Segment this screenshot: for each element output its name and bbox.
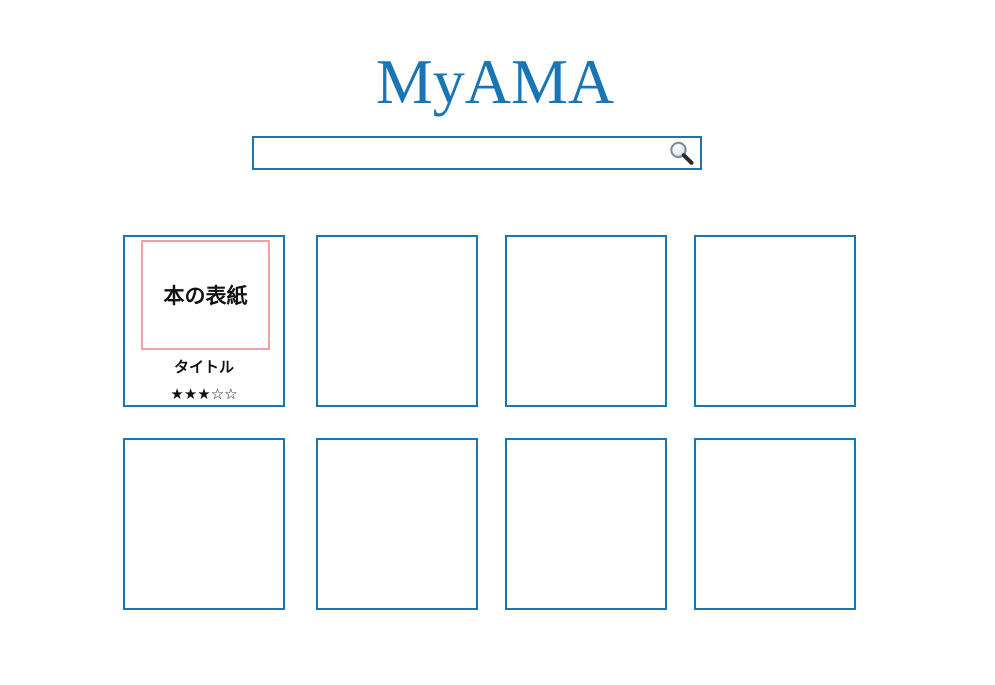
book-card-empty[interactable] — [694, 235, 856, 407]
book-card[interactable]: 本の表紙 タイトル ★★★☆☆ — [123, 235, 285, 407]
star-rating: ★★★☆☆ — [170, 385, 238, 403]
search-box — [252, 136, 702, 170]
book-card-empty[interactable] — [123, 438, 285, 610]
book-card-empty[interactable] — [505, 438, 667, 610]
book-title[interactable]: タイトル — [173, 358, 234, 376]
site-title: MyAMA — [375, 46, 615, 117]
book-card-empty[interactable] — [316, 235, 478, 407]
search-button[interactable] — [668, 140, 696, 166]
book-cover[interactable]: 本の表紙 — [141, 240, 270, 350]
book-card-empty[interactable] — [316, 438, 478, 610]
book-card-empty[interactable] — [694, 438, 856, 610]
search-input[interactable] — [254, 138, 664, 168]
book-card-empty[interactable] — [505, 235, 667, 407]
magnifier-icon — [670, 141, 694, 165]
